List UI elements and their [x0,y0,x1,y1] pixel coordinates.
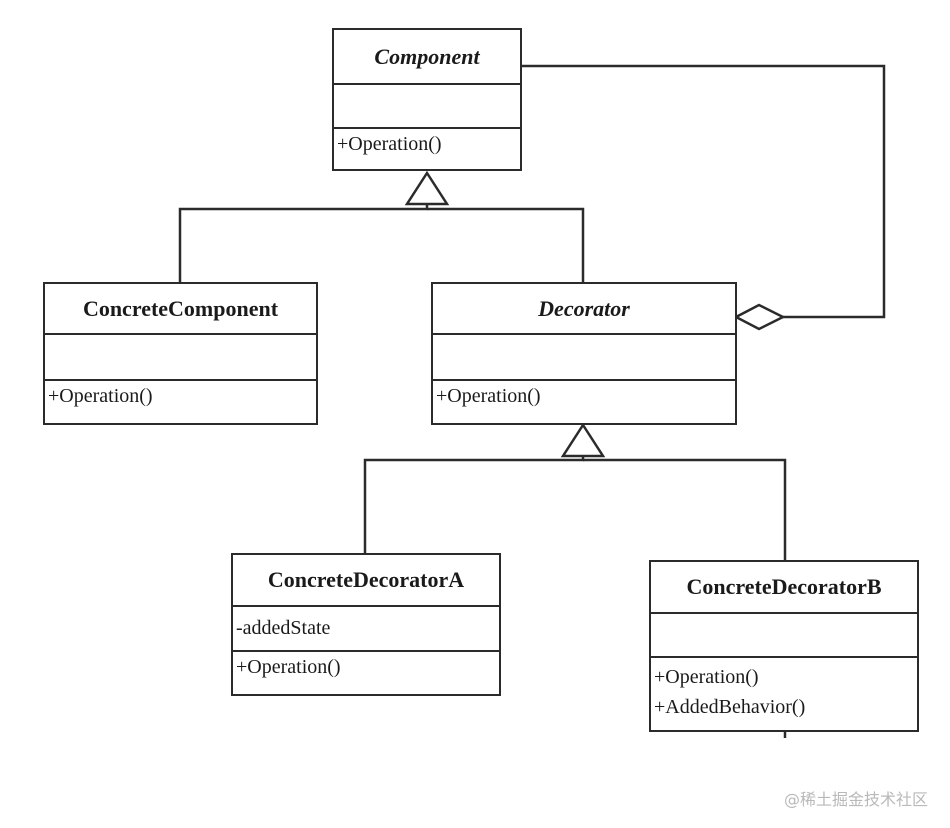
class-decorator: Decorator +Operation() [431,282,737,425]
attributes-compartment [334,85,520,129]
watermark: @稀土掘金技术社区 [783,790,928,809]
operations-compartment: +Operation() [334,129,520,159]
operation: +Operation() [236,656,341,678]
operations-compartment: +Operation() [233,652,499,682]
class-name: ConcreteDecoratorA [233,555,499,607]
class-concretecomponent: ConcreteComponent +Operation() [43,282,318,425]
operations-compartment: +Operation() [45,381,316,411]
class-concretedecoratora: ConcreteDecoratorA -addedState +Operatio… [231,553,501,696]
operation: +Operation() [337,133,442,155]
class-concretedecoratorb: ConcreteDecoratorB +Operation() +AddedBe… [649,560,919,732]
attribute: -addedState [236,617,331,639]
class-name: ConcreteDecoratorB [651,562,917,614]
class-name: Component [334,30,520,85]
class-name: ConcreteComponent [45,284,316,335]
operation: +Operation() [436,385,541,407]
operations-compartment: +Operation() +AddedBehavior() [651,658,917,722]
aggregation-diamond [733,303,786,331]
inheritance-arrowhead-decorator [560,422,606,458]
attributes-compartment [433,335,735,381]
attributes-compartment: -addedState [233,607,499,652]
aggregation-line [520,64,886,319]
generalization-line-concretedecoratorb [583,458,787,560]
operation: +AddedBehavior() [654,696,806,718]
class-component: Component +Operation() [332,28,522,171]
attributes-compartment [45,335,316,381]
operations-compartment: +Operation() [433,381,735,411]
attributes-compartment [651,614,917,658]
generalization-line-decorator [427,207,585,282]
generalization-line-concretecomponent [178,204,429,282]
inheritance-arrowhead-component [404,170,450,206]
generalization-line-concretedecoratora [363,456,585,553]
class-name: Decorator [433,284,735,335]
operation: +Operation() [654,666,759,688]
operation: +Operation() [48,385,153,407]
